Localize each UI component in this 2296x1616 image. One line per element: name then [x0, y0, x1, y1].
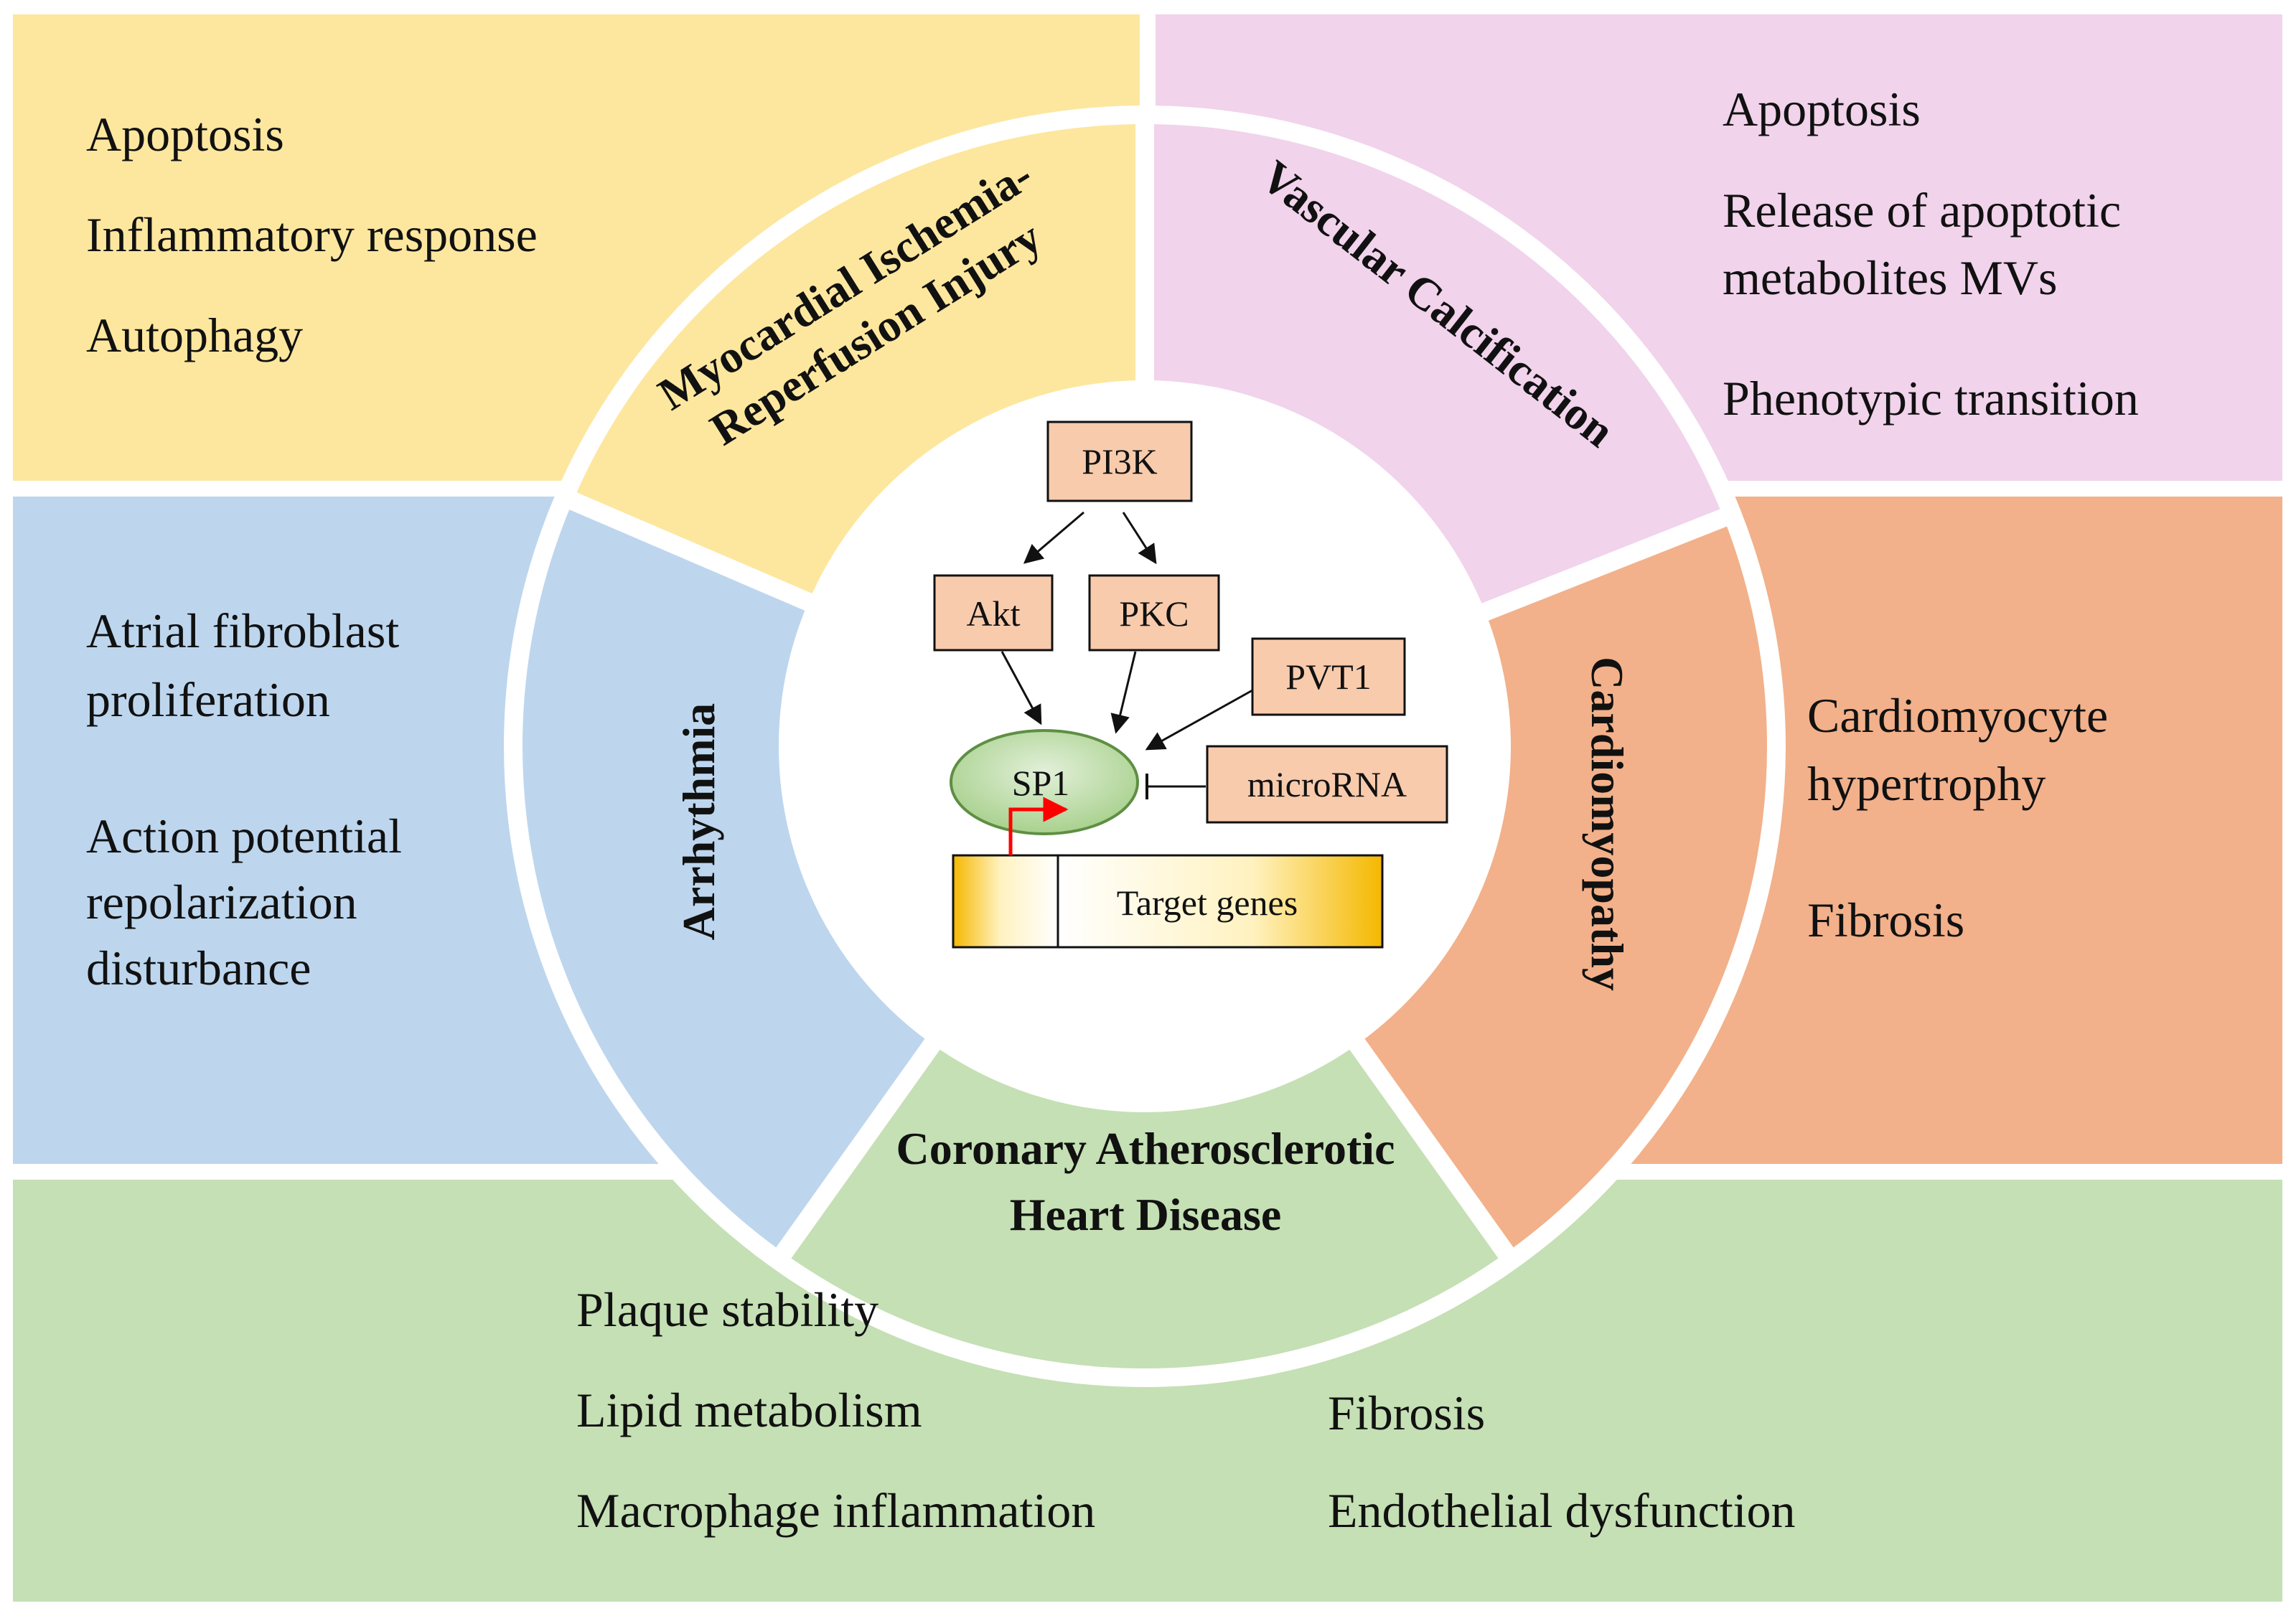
middle-right-item: Fibrosis: [1807, 893, 1964, 947]
arrow-pvt1-sp1: [1145, 689, 1253, 751]
top-right-item: metabolites MVs: [1723, 250, 2058, 305]
label-akt: Akt: [967, 593, 1021, 634]
middle-right-item: Cardiomyocyte: [1807, 688, 2108, 743]
bottom-right-list: Fibrosis Endothelial dysfunction: [1328, 1386, 1796, 1538]
ring-inner-border: [510, 111, 1780, 1381]
bottom-left-item: Plaque stability: [576, 1282, 878, 1337]
sector-label-arrhythmia: Arrhythmia: [673, 703, 724, 941]
arrow-pi3k-akt: [1023, 511, 1084, 564]
label-pi3k: PI3K: [1082, 441, 1158, 481]
arrow-akt-sp1: [1001, 651, 1042, 725]
transcription-start-arrow: [1008, 797, 1069, 855]
pathway: PI3K Akt PKC PVT1 microRNA SP1 Target ge…: [933, 421, 1448, 949]
top-right-item: Apoptosis: [1723, 82, 1921, 136]
label-microrna: microRNA: [1247, 764, 1407, 804]
box-microrna: [1206, 745, 1448, 824]
label-sp1: SP1: [1012, 763, 1070, 803]
coronary-line-2: Heart Disease: [1010, 1189, 1282, 1240]
sp1-node: [950, 729, 1139, 835]
bottom-right-item: Fibrosis: [1328, 1386, 1485, 1440]
middle-left-item: repolarization: [86, 875, 357, 929]
label-pvt1: PVT1: [1285, 657, 1371, 697]
middle-left-item: Action potential: [86, 809, 402, 863]
middle-left-item: proliferation: [86, 672, 330, 727]
middle-left-list: Atrial fibroblast proliferation Action p…: [86, 603, 402, 995]
bottom-right-item: Endothelial dysfunction: [1328, 1483, 1796, 1538]
label-target-genes: Target genes: [1117, 883, 1298, 923]
top-right-item: Phenotypic transition: [1723, 371, 2139, 426]
middle-right-list: Cardiomyocyte hypertrophy Fibrosis: [1807, 688, 2108, 947]
bottom-left-list: Plaque stability Lipid metabolism Macrop…: [576, 1282, 1095, 1538]
middle-left-item: Atrial fibroblast: [86, 603, 399, 658]
gene-body: [1056, 854, 1384, 949]
middle-left-item: disturbance: [86, 941, 311, 995]
arrow-pkc-sp1: [1110, 651, 1137, 734]
box-pkc: [1088, 574, 1220, 652]
gene-promoter: [952, 854, 1059, 949]
bottom-left-item: Macrophage inflammation: [576, 1483, 1095, 1538]
box-akt: [933, 574, 1054, 652]
bottom-left-item: Lipid metabolism: [576, 1383, 922, 1437]
sector-label-cardiomyopathy: Cardiomyopathy: [1582, 657, 1633, 991]
top-left-list: Apoptosis Inflammatory response Autophag…: [86, 107, 538, 362]
box-pvt1: [1251, 637, 1406, 716]
top-left-item: Inflammatory response: [86, 207, 538, 262]
box-pi3k: [1046, 421, 1193, 502]
label-pkc: PKC: [1119, 593, 1189, 634]
top-right-item: Release of apoptotic: [1723, 183, 2121, 238]
coronary-line-1: Coronary Atherosclerotic: [896, 1123, 1395, 1174]
top-left-item: Apoptosis: [86, 107, 284, 161]
arrow-pi3k-pkc: [1122, 512, 1157, 565]
top-right-list: Apoptosis Release of apoptotic metabolit…: [1723, 82, 2139, 426]
top-left-item: Autophagy: [86, 308, 303, 362]
sector-label-coronary: Coronary Atherosclerotic Heart Disease: [896, 1123, 1395, 1240]
middle-right-item: hypertrophy: [1807, 756, 2046, 811]
